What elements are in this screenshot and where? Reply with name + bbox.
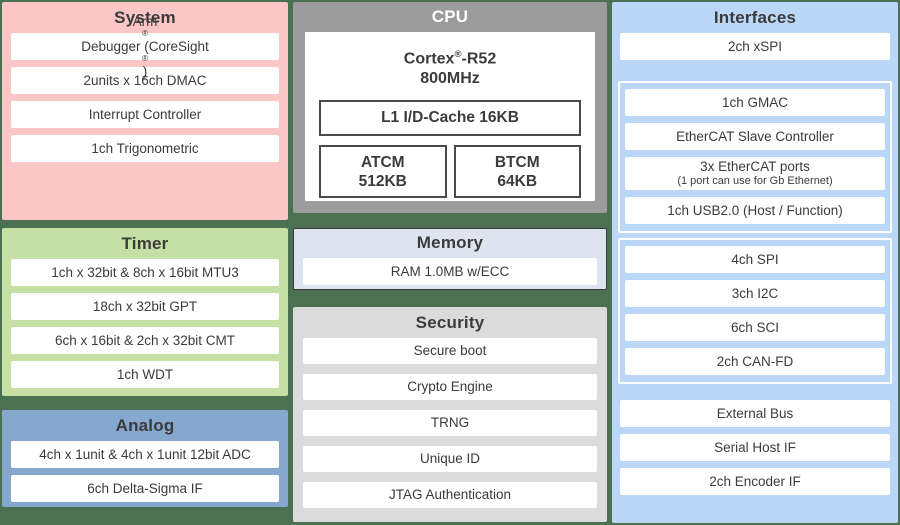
spacer: [612, 384, 898, 400]
interfaces-item-spi: 4ch SPI: [625, 246, 885, 273]
system-item-interrupt-controller: Interrupt Controller: [11, 101, 279, 128]
memory-item-ram: RAM 1.0MB w/ECC: [303, 258, 597, 285]
right-column: Interfaces 2ch xSPI 1ch GMAC EtherCAT Sl…: [612, 2, 898, 523]
system-block-title: System: [114, 8, 176, 27]
cpu-atcm-box: ATCM 512KB: [319, 145, 447, 199]
analog-item-adc: 4ch x 1unit & 4ch x 1unit 12bit ADC: [11, 441, 279, 468]
interfaces-ethernet-group: 1ch GMAC EtherCAT Slave Controller 3x Et…: [618, 81, 892, 233]
security-item-crypto-engine: Crypto Engine: [303, 374, 597, 400]
cpu-block: CPU Cortex®-R52 800MHz L1 I/D-Cache 16KB…: [293, 2, 607, 213]
interfaces-item-gmac: 1ch GMAC: [625, 89, 885, 116]
system-block: System Arm® Debugger (CoreSight®) 2units…: [2, 2, 288, 220]
security-item-jtag-auth: JTAG Authentication: [303, 482, 597, 508]
security-item-unique-id: Unique ID: [303, 446, 597, 472]
timer-block-title: Timer: [121, 234, 169, 253]
memory-block-title: Memory: [416, 233, 484, 252]
interfaces-item-encoder: 2ch Encoder IF: [620, 468, 890, 495]
cpu-core-panel: Cortex®-R52 800MHz L1 I/D-Cache 16KB ATC…: [305, 32, 595, 201]
ethercat-ports-label: 3x EtherCAT ports: [700, 159, 810, 175]
middle-column: CPU Cortex®-R52 800MHz L1 I/D-Cache 16KB…: [293, 2, 607, 522]
btcm-size: 64KB: [497, 172, 538, 190]
system-item-dmac: 2units x 16ch DMAC: [11, 67, 279, 94]
analog-item-delta-sigma: 6ch Delta-Sigma IF: [11, 475, 279, 502]
atcm-label: ATCM: [360, 153, 405, 171]
timer-item-cmt: 6ch x 16bit & 2ch x 32bit CMT: [11, 327, 279, 354]
security-block: Security Secure boot Crypto Engine TRNG …: [293, 307, 607, 522]
analog-block: Analog 4ch x 1unit & 4ch x 1unit 12bit A…: [2, 410, 288, 507]
interfaces-item-sci: 6ch SCI: [625, 314, 885, 341]
interfaces-block: Interfaces 2ch xSPI 1ch GMAC EtherCAT Sl…: [612, 2, 898, 523]
timer-block: Timer 1ch x 32bit & 8ch x 16bit MTU3 18c…: [2, 228, 288, 396]
system-item-arm-debugger: Arm® Debugger (CoreSight®): [11, 14, 279, 79]
interfaces-item-external-bus: External Bus: [620, 400, 890, 427]
interfaces-item-xspi: 2ch xSPI: [620, 33, 890, 60]
timer-item-gpt: 18ch x 32bit GPT: [11, 293, 279, 320]
cpu-frequency: 800MHz: [420, 70, 480, 88]
spacer: [612, 67, 898, 81]
timer-item-mtu3: 1ch x 32bit & 8ch x 16bit MTU3: [11, 259, 279, 286]
left-column: System Arm® Debugger (CoreSight®) 2units…: [2, 2, 288, 507]
interfaces-item-serial-host: Serial Host IF: [620, 434, 890, 461]
security-block-title: Security: [415, 313, 485, 332]
analog-block-title: Analog: [115, 416, 175, 435]
cpu-block-title: CPU: [431, 7, 469, 26]
cpu-btcm-box: BTCM 64KB: [453, 145, 581, 199]
timer-item-wdt: 1ch WDT: [11, 361, 279, 388]
interfaces-item-usb: 1ch USB2.0 (Host / Function): [625, 197, 885, 224]
atcm-size: 512KB: [358, 172, 407, 190]
cpu-core-name: Cortex®-R52: [403, 49, 497, 68]
cpu-tcm-row: ATCM 512KB BTCM 64KB: [319, 145, 581, 199]
cpu-l1-cache-box: L1 I/D-Cache 16KB: [319, 100, 581, 137]
security-item-secure-boot: Secure boot: [303, 338, 597, 364]
ethercat-ports-sublabel: (1 port can use for Gb Ethernet): [677, 174, 833, 187]
security-item-trng: TRNG: [303, 410, 597, 436]
interfaces-item-i2c: 3ch I2C: [625, 280, 885, 307]
interfaces-block-title: Interfaces: [713, 8, 797, 27]
btcm-label: BTCM: [494, 153, 540, 171]
interfaces-item-canfd: 2ch CAN-FD: [625, 348, 885, 375]
system-item-trigonometric: 1ch Trigonometric: [11, 135, 279, 162]
memory-block: Memory RAM 1.0MB w/ECC: [293, 228, 607, 290]
interfaces-serial-group: 4ch SPI 3ch I2C 6ch SCI 2ch CAN-FD: [618, 238, 892, 384]
interfaces-item-ethercat-slave: EtherCAT Slave Controller: [625, 123, 885, 150]
interfaces-item-ethercat-ports: 3x EtherCAT ports (1 port can use for Gb…: [625, 157, 885, 190]
